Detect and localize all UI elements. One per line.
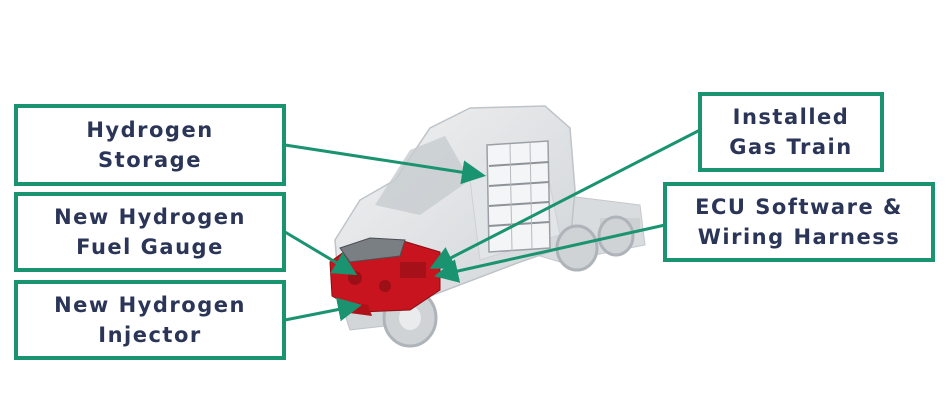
callout-fuel-gauge-line1: New Hydrogen <box>54 205 246 229</box>
callout-ecu-line1: ECU Software & <box>695 195 903 219</box>
callout-gas-train: Installed Gas Train <box>698 92 884 172</box>
arrow-fuel-gauge <box>284 230 358 276</box>
hydrogen-tank-rack <box>486 140 551 253</box>
callout-hydrogen-storage-line2: Storage <box>98 148 202 172</box>
arrow-gas-train <box>429 128 701 269</box>
callout-gas-train-line2: Gas Train <box>729 135 853 159</box>
callout-hydrogen-storage-line1: Hydrogen <box>86 118 214 142</box>
callout-injector: New Hydrogen Injector <box>14 280 286 360</box>
callout-hydrogen-storage: Hydrogen Storage <box>14 104 286 186</box>
callout-fuel-gauge: New Hydrogen Fuel Gauge <box>14 192 286 272</box>
callout-ecu-line2: Wiring Harness <box>697 225 901 249</box>
callout-ecu: ECU Software & Wiring Harness <box>663 182 935 262</box>
callout-injector-line1: New Hydrogen <box>54 293 246 317</box>
hydrogen-engine <box>329 237 441 316</box>
arrow-ecu <box>434 223 666 283</box>
callout-gas-train-line1: Installed <box>732 105 850 129</box>
callout-injector-line2: Injector <box>98 323 202 347</box>
callout-fuel-gauge-line2: Fuel Gauge <box>76 235 224 259</box>
arrow-hydrogen-storage <box>284 143 486 185</box>
arrow-injector <box>284 297 362 322</box>
